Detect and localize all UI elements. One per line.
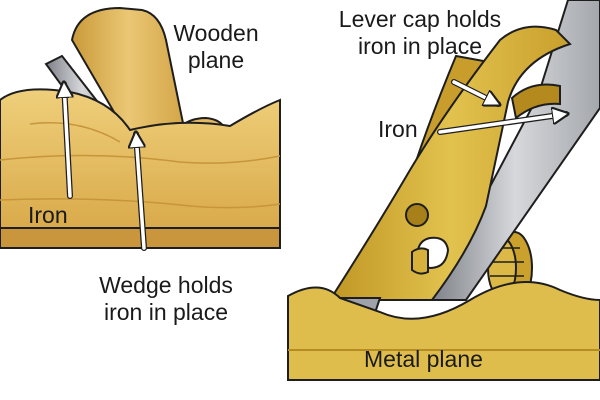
metal-plane-body xyxy=(287,281,600,381)
metal-plane-illustration xyxy=(287,0,600,381)
lever-cap-screw xyxy=(405,203,429,227)
wooden-plane-sole xyxy=(0,227,281,249)
label-lever-cap-line1: Lever cap holds xyxy=(338,6,502,32)
label-wedge: Wedge holds iron in place xyxy=(78,272,254,326)
label-wooden-plane: Wooden plane xyxy=(160,20,272,74)
label-wedge-line1: Wedge holds xyxy=(99,272,233,298)
label-metal-plane: Metal plane xyxy=(364,346,483,372)
label-lever-cap-line2: iron in place xyxy=(357,33,483,59)
wooden-plane-illustration xyxy=(0,6,281,249)
label-wooden-plane-line2: plane xyxy=(187,47,245,73)
label-metal-iron: Iron xyxy=(378,116,418,142)
metal-plane-lever-cap xyxy=(328,25,572,301)
label-arrows xyxy=(64,79,566,251)
label-wooden-iron: Iron xyxy=(28,202,68,228)
label-wedge-line2: iron in place xyxy=(103,299,229,325)
label-lever-cap: Lever cap holds iron in place xyxy=(314,6,526,60)
label-wooden-plane-line1: Wooden xyxy=(173,20,259,46)
